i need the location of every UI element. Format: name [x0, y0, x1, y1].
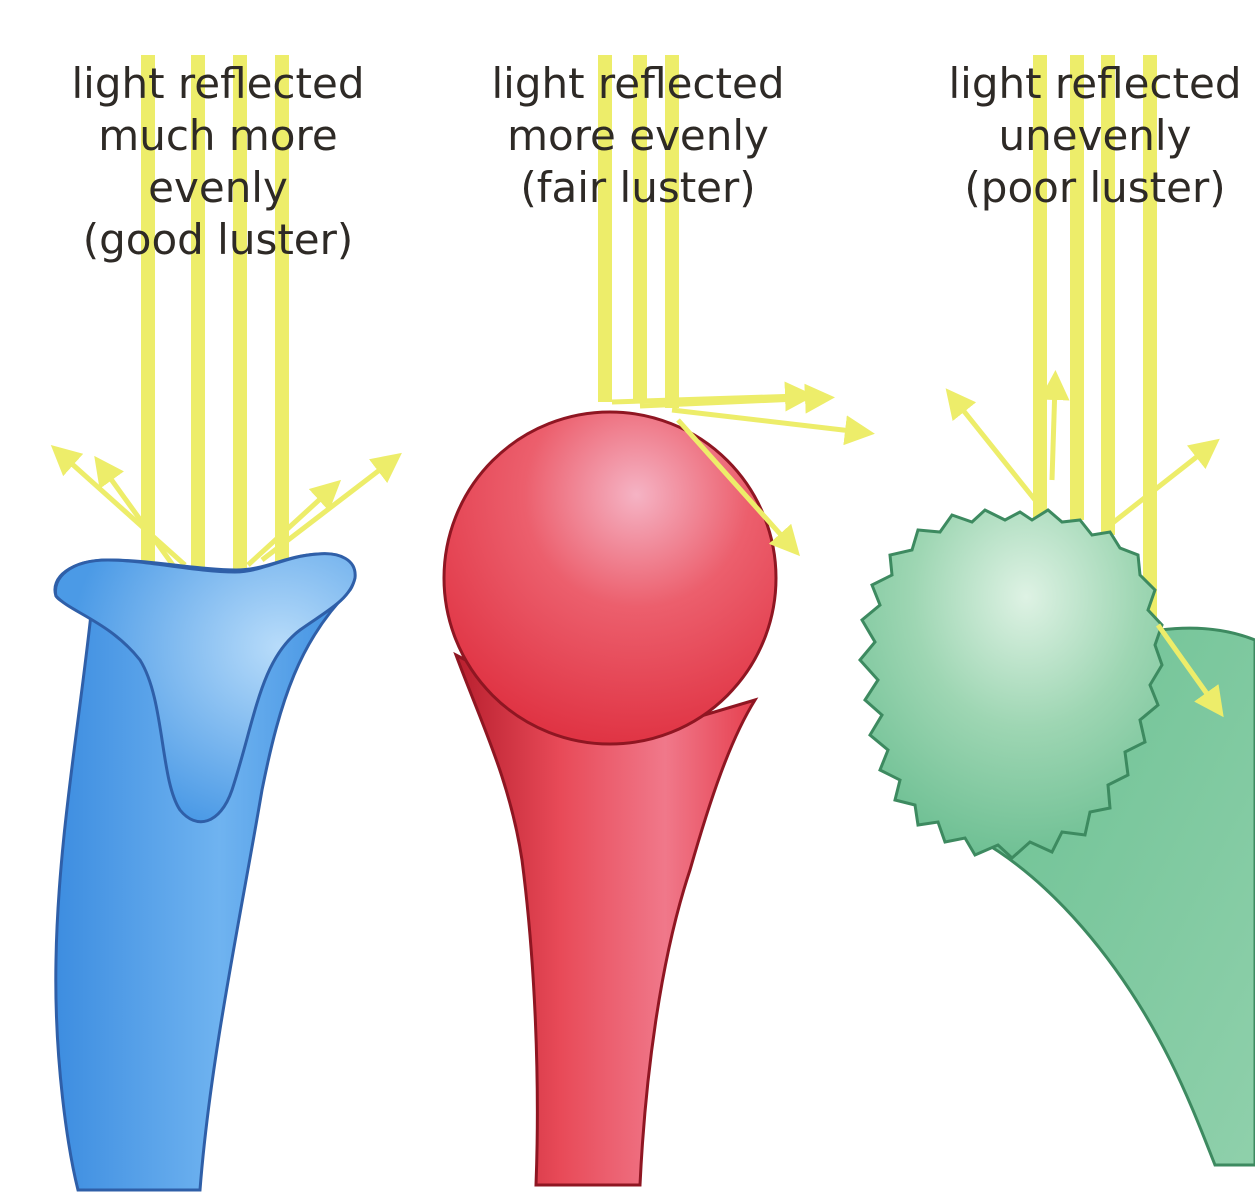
caption-fair-luster: light reflected more evenly (fair luster…: [478, 58, 798, 214]
light-rays-fair: [598, 55, 679, 408]
caption-line: unevenly: [998, 111, 1192, 160]
caption-poor-luster: light reflected unevenly (poor luster): [935, 58, 1255, 214]
cuticle-top-blue: [53, 552, 357, 824]
light-rays-poor: [1033, 55, 1157, 620]
caption-line: evenly: [148, 163, 288, 212]
caption-line: (poor luster): [964, 163, 1226, 212]
hair-shaft-red: [453, 651, 759, 1187]
light-rays-good: [141, 55, 289, 578]
panel-fair: [442, 55, 875, 1187]
caption-line: much more: [98, 111, 338, 160]
caption-line: light reflected: [71, 59, 365, 108]
hair-shaft-green: [977, 626, 1255, 1167]
caption-line: (good luster): [82, 215, 354, 264]
panel-good: [50, 55, 402, 1192]
caption-line: light reflected: [491, 59, 785, 108]
reflected-arrows-poor: [945, 370, 1224, 718]
panel-poor: [858, 55, 1255, 1167]
hair-bulb-green: [858, 508, 1164, 861]
reflected-arrows-good: [50, 445, 402, 570]
caption-line: light reflected: [948, 59, 1242, 108]
reflected-arrows-fair: [611, 381, 875, 557]
hair-bulb-red: [442, 410, 778, 746]
caption-line: (fair luster): [520, 163, 756, 212]
caption-line: more evenly: [507, 111, 769, 160]
caption-good-luster: light reflected much more evenly (good l…: [58, 58, 378, 266]
